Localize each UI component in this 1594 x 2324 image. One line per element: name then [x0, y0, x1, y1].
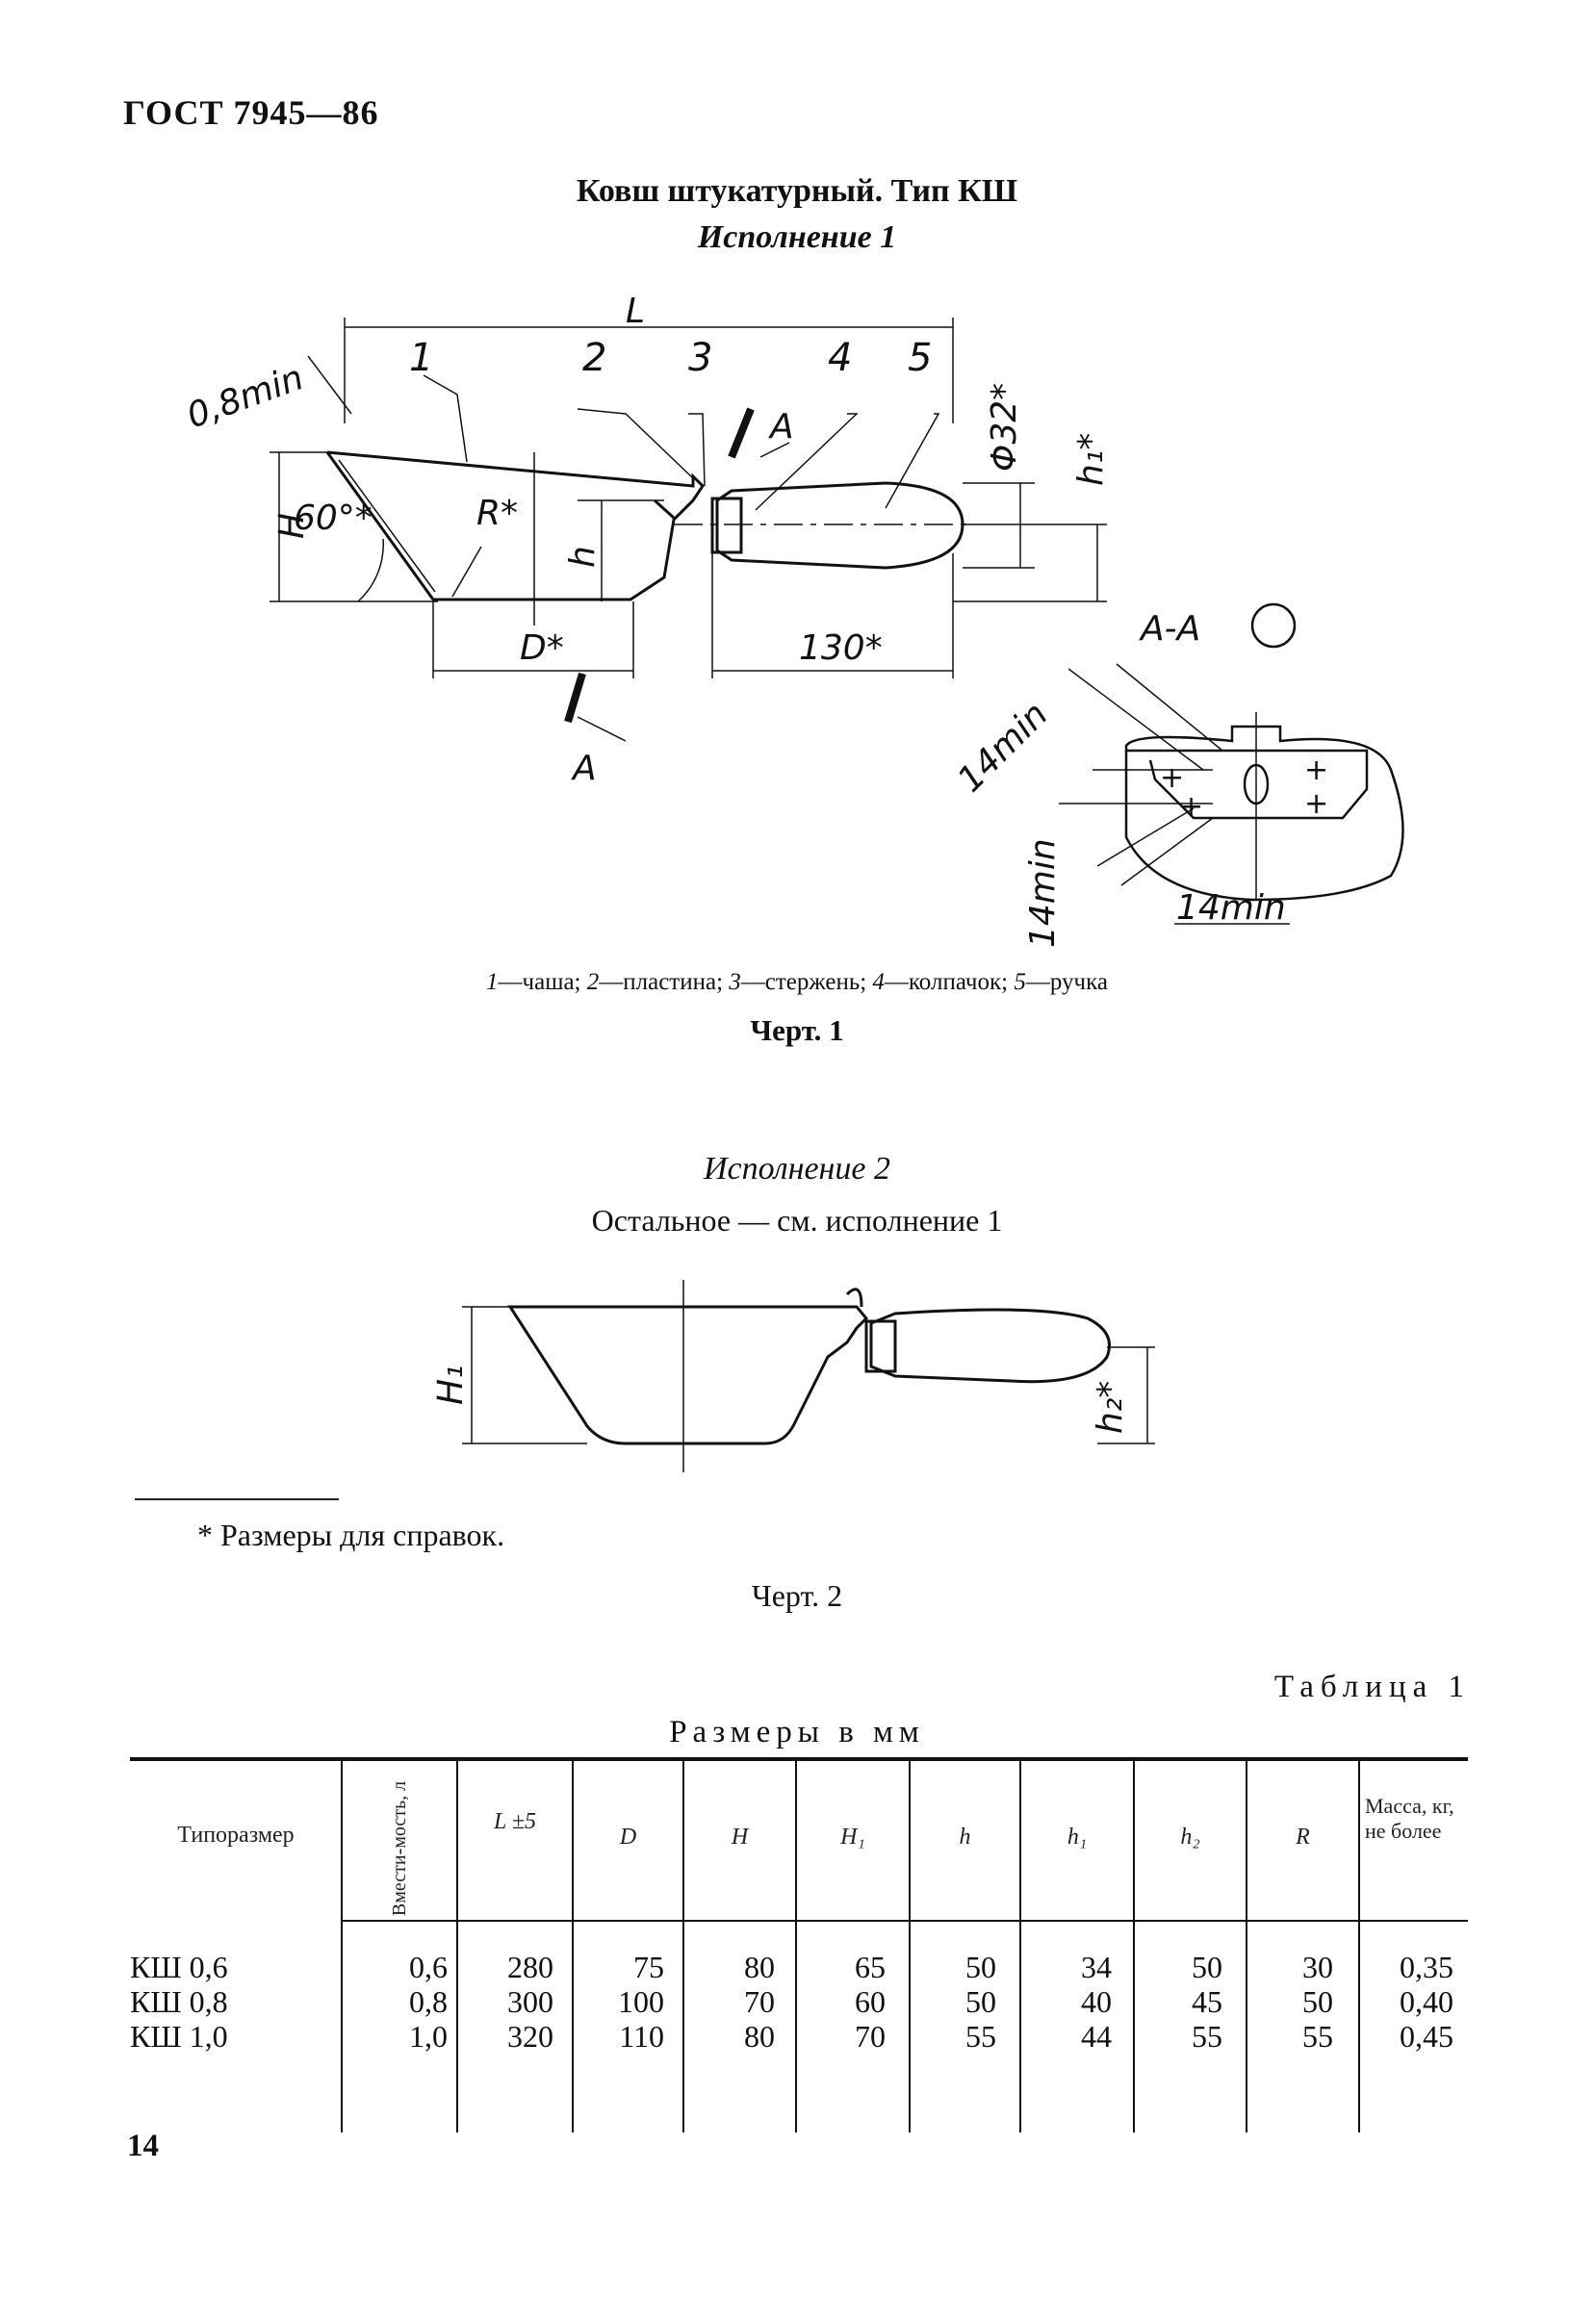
table-cell: 0,45	[1400, 2019, 1453, 2054]
section-title: A-A	[1139, 609, 1200, 649]
table-cell: 100	[618, 1984, 664, 2019]
dim-14min-b: 14min	[1023, 838, 1063, 948]
table-cell: 280	[507, 1950, 553, 1984]
dim-L: L	[626, 292, 645, 331]
table-cell: 50	[965, 1984, 996, 2019]
table-cell: 320	[507, 2019, 553, 2054]
table-cell: 50	[1192, 1950, 1222, 1984]
table-cell: 44	[1081, 2019, 1112, 2054]
table-rules	[130, 1757, 1468, 2132]
table-cell: 75	[633, 1950, 664, 1984]
dim-h: h	[563, 546, 603, 568]
callout-2: 2	[582, 336, 606, 380]
svg-text:+: +	[1160, 761, 1184, 795]
table-cell: 70	[855, 2019, 886, 2054]
handle-outline	[715, 481, 964, 570]
table-cell: 60	[855, 1984, 886, 2019]
handle-2-outline	[869, 1308, 1111, 1384]
header-capacity-box: Вмести-мость, л	[344, 1776, 455, 1921]
table-cell: 50	[1302, 1984, 1333, 2019]
drawing-2: H₁ h₂*	[431, 1280, 1155, 1472]
variant-1-heading: Исполнение 1	[697, 219, 897, 255]
table-row-name: КШ 0,6	[130, 1950, 228, 1984]
table-cell: 1,0	[409, 2019, 448, 2054]
table-row-name: КШ 1,0	[130, 2019, 228, 2054]
table-cell: 55	[965, 2019, 996, 2054]
table-cell: 300	[507, 1984, 553, 2019]
table-cell: 45	[1192, 1984, 1222, 2019]
table-cell: 70	[744, 1984, 775, 2019]
section-mark-A-top: A	[768, 407, 794, 447]
table-cell: 110	[619, 2019, 664, 2054]
table-units: Размеры в мм	[669, 1715, 925, 1749]
table-cell: 0,6	[409, 1950, 448, 1984]
table-cell: 80	[744, 2019, 775, 2054]
table-cell: 30	[1302, 1950, 1333, 1984]
header-D: D	[619, 1825, 637, 1850]
dim-h1: h₁*	[1071, 433, 1111, 486]
header-H: H	[731, 1825, 749, 1850]
dim-130: 130*	[799, 628, 883, 668]
callout-1: 1	[409, 336, 433, 380]
table-cell: 40	[1081, 1984, 1112, 2019]
header-h2: h₂	[1180, 1825, 1200, 1850]
figure-2-caption: Черт. 2	[751, 1578, 843, 1613]
header-capacity: Вмести-мость, л	[389, 1780, 410, 1917]
bowl-2-outline	[507, 1305, 869, 1445]
standard-header: ГОСТ 7945—86	[123, 93, 379, 132]
page-title: Ковш штукатурный. Тип КШ	[576, 173, 1018, 209]
header-mass: Масса, кг, не более	[1365, 1794, 1454, 1843]
cross-marks: ++ ++	[1160, 753, 1328, 824]
dim-14min-c: 14min	[1176, 888, 1286, 928]
bowl-outline	[325, 450, 705, 601]
dim-H: H	[272, 513, 312, 539]
table-cell: 55	[1192, 2019, 1222, 2054]
table-row-name: КШ 0,8	[130, 1984, 228, 2019]
dim-H1: H₁	[431, 1365, 471, 1405]
header-h1: h₁	[1067, 1825, 1088, 1850]
table-cell: 65	[855, 1950, 886, 1984]
dim-h2: h₂*	[1091, 1381, 1130, 1434]
drawing-1: ++ ++ L H 60°* R* h D* 130* Φ32* h₁* 0,8…	[182, 292, 1404, 948]
page-number: 14	[127, 2129, 159, 2163]
dim-R: R*	[476, 494, 518, 533]
table-cell: 0,40	[1400, 1984, 1453, 2019]
svg-text:+: +	[1304, 753, 1328, 787]
dim-phi32: Φ32*	[985, 383, 1024, 472]
header-R: R	[1296, 1825, 1310, 1850]
svg-text:+: +	[1179, 790, 1203, 824]
callout-5: 5	[908, 336, 932, 380]
cap-outline	[710, 497, 743, 554]
dim-08min: 0,8min	[182, 358, 309, 436]
table-cell: 0,35	[1400, 1950, 1453, 1984]
header-h: h	[959, 1825, 971, 1850]
svg-text:+: +	[1304, 787, 1328, 821]
callout-3: 3	[688, 336, 712, 380]
callout-4: 4	[828, 336, 852, 380]
header-typesize: Типоразмер	[177, 1823, 295, 1848]
footnote-rule	[135, 1498, 339, 1500]
figure-1-legend: 1—чаша; 2—пластина; 3—стержень; 4—колпач…	[486, 969, 1108, 995]
table-cell: 34	[1081, 1950, 1112, 1984]
footnote: * Размеры для справок.	[197, 1518, 505, 1552]
header-H1: H₁	[840, 1825, 865, 1850]
table-cell: 50	[965, 1950, 996, 1984]
table-label: Таблица 1	[1273, 1670, 1471, 1704]
figure-1-caption: Черт. 1	[750, 1013, 844, 1047]
dim-angle: 60°*	[294, 498, 373, 538]
table-cell: 0,8	[409, 1984, 448, 2019]
section-mark-A-bottom: A	[571, 749, 597, 788]
dim-14min-a: 14min	[950, 695, 1055, 800]
table-cell: 55	[1302, 2019, 1333, 2054]
table-cell: 80	[744, 1950, 775, 1984]
dimensions-table: Типоразмер Вмести-мость, л L ±5 D H H₁ h…	[130, 1757, 1468, 2132]
dim-D: D*	[520, 628, 564, 668]
variant-2-heading: Исполнение 2	[703, 1151, 891, 1187]
header-L: L ±5	[493, 1809, 537, 1834]
variant-2-note: Остальное — см. исполнение 1	[591, 1203, 1003, 1238]
